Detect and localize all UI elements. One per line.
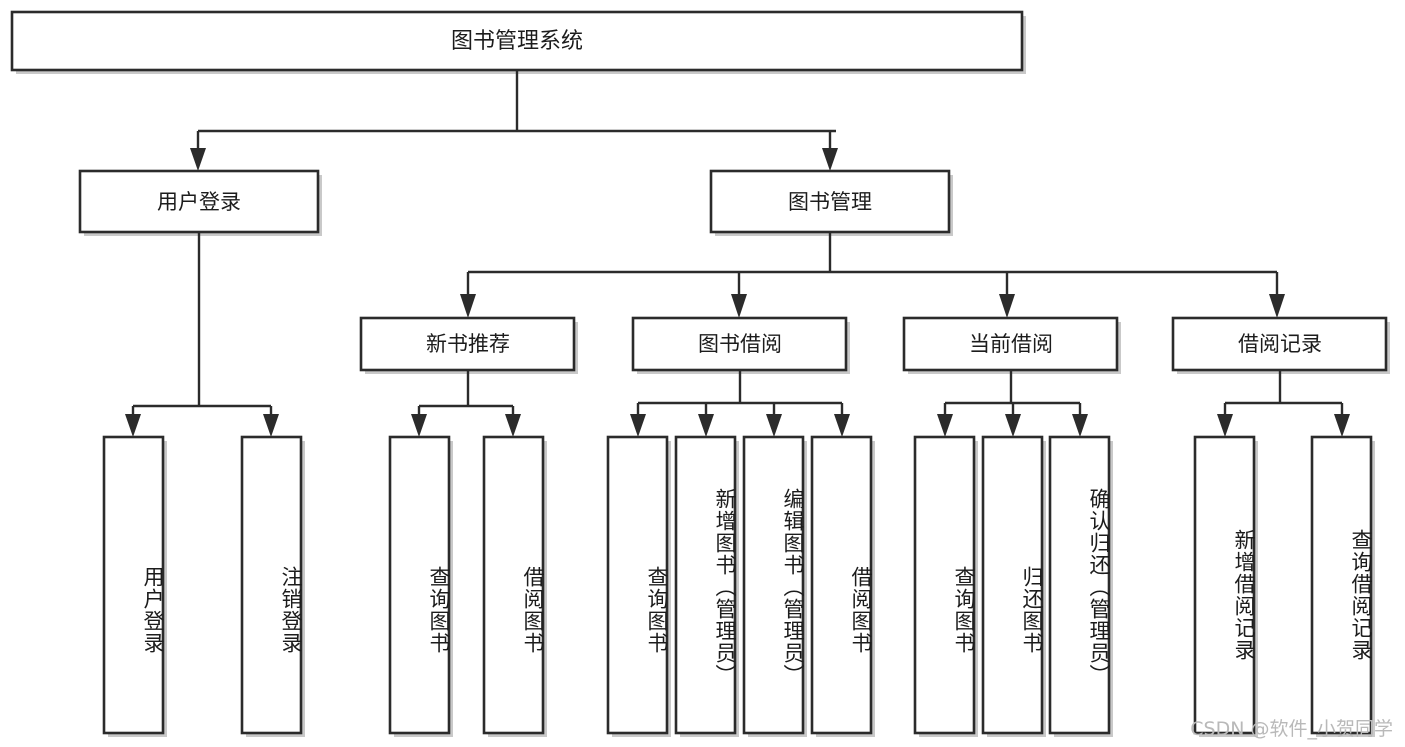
- leaf-box[interactable]: [674, 435, 737, 735]
- connector-newbook-to-leaves: [411, 370, 521, 437]
- arrow-head-icon: [1005, 414, 1021, 437]
- leaf-box[interactable]: [388, 435, 451, 735]
- user-login-label: 用户登录: [157, 190, 241, 214]
- leaf-box[interactable]: [1048, 435, 1111, 735]
- current-borrow-box[interactable]: [902, 316, 1119, 372]
- leaf-node-logout[interactable]: [240, 435, 305, 737]
- leaf-box[interactable]: [981, 435, 1044, 735]
- arrow-head-icon: [460, 294, 476, 318]
- arrow-head-icon: [698, 414, 714, 437]
- leaf-box[interactable]: [913, 435, 976, 735]
- leaf-node-return-book[interactable]: [981, 435, 1046, 737]
- book-borrow-label: 图书借阅: [698, 332, 782, 356]
- connector-root-to-level1: [190, 70, 838, 171]
- arrow-head-icon: [834, 414, 850, 437]
- leaf-node-query-book-nbr[interactable]: [388, 435, 453, 737]
- connector-currentborrow-to-leaves: [937, 370, 1088, 437]
- leaf-node-add-book[interactable]: [674, 435, 739, 737]
- arrow-head-icon: [999, 294, 1015, 318]
- current-borrow-label: 当前借阅: [969, 332, 1053, 356]
- arrow-head-icon: [125, 414, 141, 437]
- leaf-node-query-book-bb[interactable]: [606, 435, 671, 737]
- arrow-head-icon: [505, 414, 521, 437]
- arrow-head-icon: [937, 414, 953, 437]
- leaf-node-user-login[interactable]: [102, 435, 167, 737]
- arrow-head-icon: [731, 294, 747, 318]
- arrow-head-icon: [822, 148, 838, 171]
- arrow-head-icon: [1334, 414, 1350, 437]
- user-login-box[interactable]: [78, 169, 320, 234]
- leaf-box[interactable]: [742, 435, 805, 735]
- leaf-node-add-borrow-record[interactable]: [1193, 435, 1258, 737]
- new-book-recommend-label: 新书推荐: [426, 332, 510, 356]
- arrow-head-icon: [1269, 294, 1285, 318]
- connector-bookmgmt-to-level2: [460, 232, 1285, 318]
- leaf-node-query-borrow-record[interactable]: [1310, 435, 1375, 737]
- root-label: 图书管理系统: [451, 29, 583, 54]
- connector-borrowrecord-to-leaves: [1217, 370, 1350, 437]
- arrow-head-icon: [630, 414, 646, 437]
- book-management-label: 图书管理: [788, 190, 872, 214]
- leaf-node-edit-book[interactable]: [742, 435, 807, 737]
- root-box[interactable]: [10, 10, 1024, 72]
- new-book-recommend-box[interactable]: [359, 316, 576, 372]
- node-book-borrow[interactable]: 图书借阅: [631, 316, 850, 374]
- leaf-node-borrow-book-bb[interactable]: [810, 435, 875, 737]
- leaf-box[interactable]: [810, 435, 873, 735]
- arrow-head-icon: [190, 148, 206, 171]
- connector-userlogin-to-leaves: [125, 232, 279, 437]
- arrow-head-icon: [1072, 414, 1088, 437]
- connector-bookborrow-to-leaves: [630, 370, 850, 437]
- leaf-node-query-book-cb[interactable]: [913, 435, 978, 737]
- leaf-box[interactable]: [240, 435, 303, 735]
- arrow-head-icon: [411, 414, 427, 437]
- leaf-box[interactable]: [102, 435, 165, 735]
- borrow-record-box[interactable]: [1171, 316, 1388, 372]
- node-root[interactable]: 图书管理系统: [10, 10, 1026, 74]
- leaf-node-confirm-return[interactable]: [1048, 435, 1113, 737]
- leaf-box[interactable]: [1310, 435, 1373, 735]
- node-user-login[interactable]: 用户登录: [78, 169, 322, 236]
- leaf-node-borrow-book-nbr[interactable]: [482, 435, 547, 737]
- arrow-head-icon: [263, 414, 279, 437]
- borrow-record-label: 借阅记录: [1238, 332, 1322, 356]
- leaf-box[interactable]: [606, 435, 669, 735]
- arrow-head-icon: [1217, 414, 1233, 437]
- node-borrow-record[interactable]: 借阅记录: [1171, 316, 1390, 374]
- leaf-box[interactable]: [1193, 435, 1256, 735]
- node-current-borrow[interactable]: 当前借阅: [902, 316, 1121, 374]
- arrow-head-icon: [766, 414, 782, 437]
- watermark-text: CSDN @软件_小贺同学: [1190, 718, 1393, 740]
- leaf-box[interactable]: [482, 435, 545, 735]
- node-new-book-recommend[interactable]: 新书推荐: [359, 316, 578, 374]
- node-book-management[interactable]: 图书管理: [709, 169, 953, 236]
